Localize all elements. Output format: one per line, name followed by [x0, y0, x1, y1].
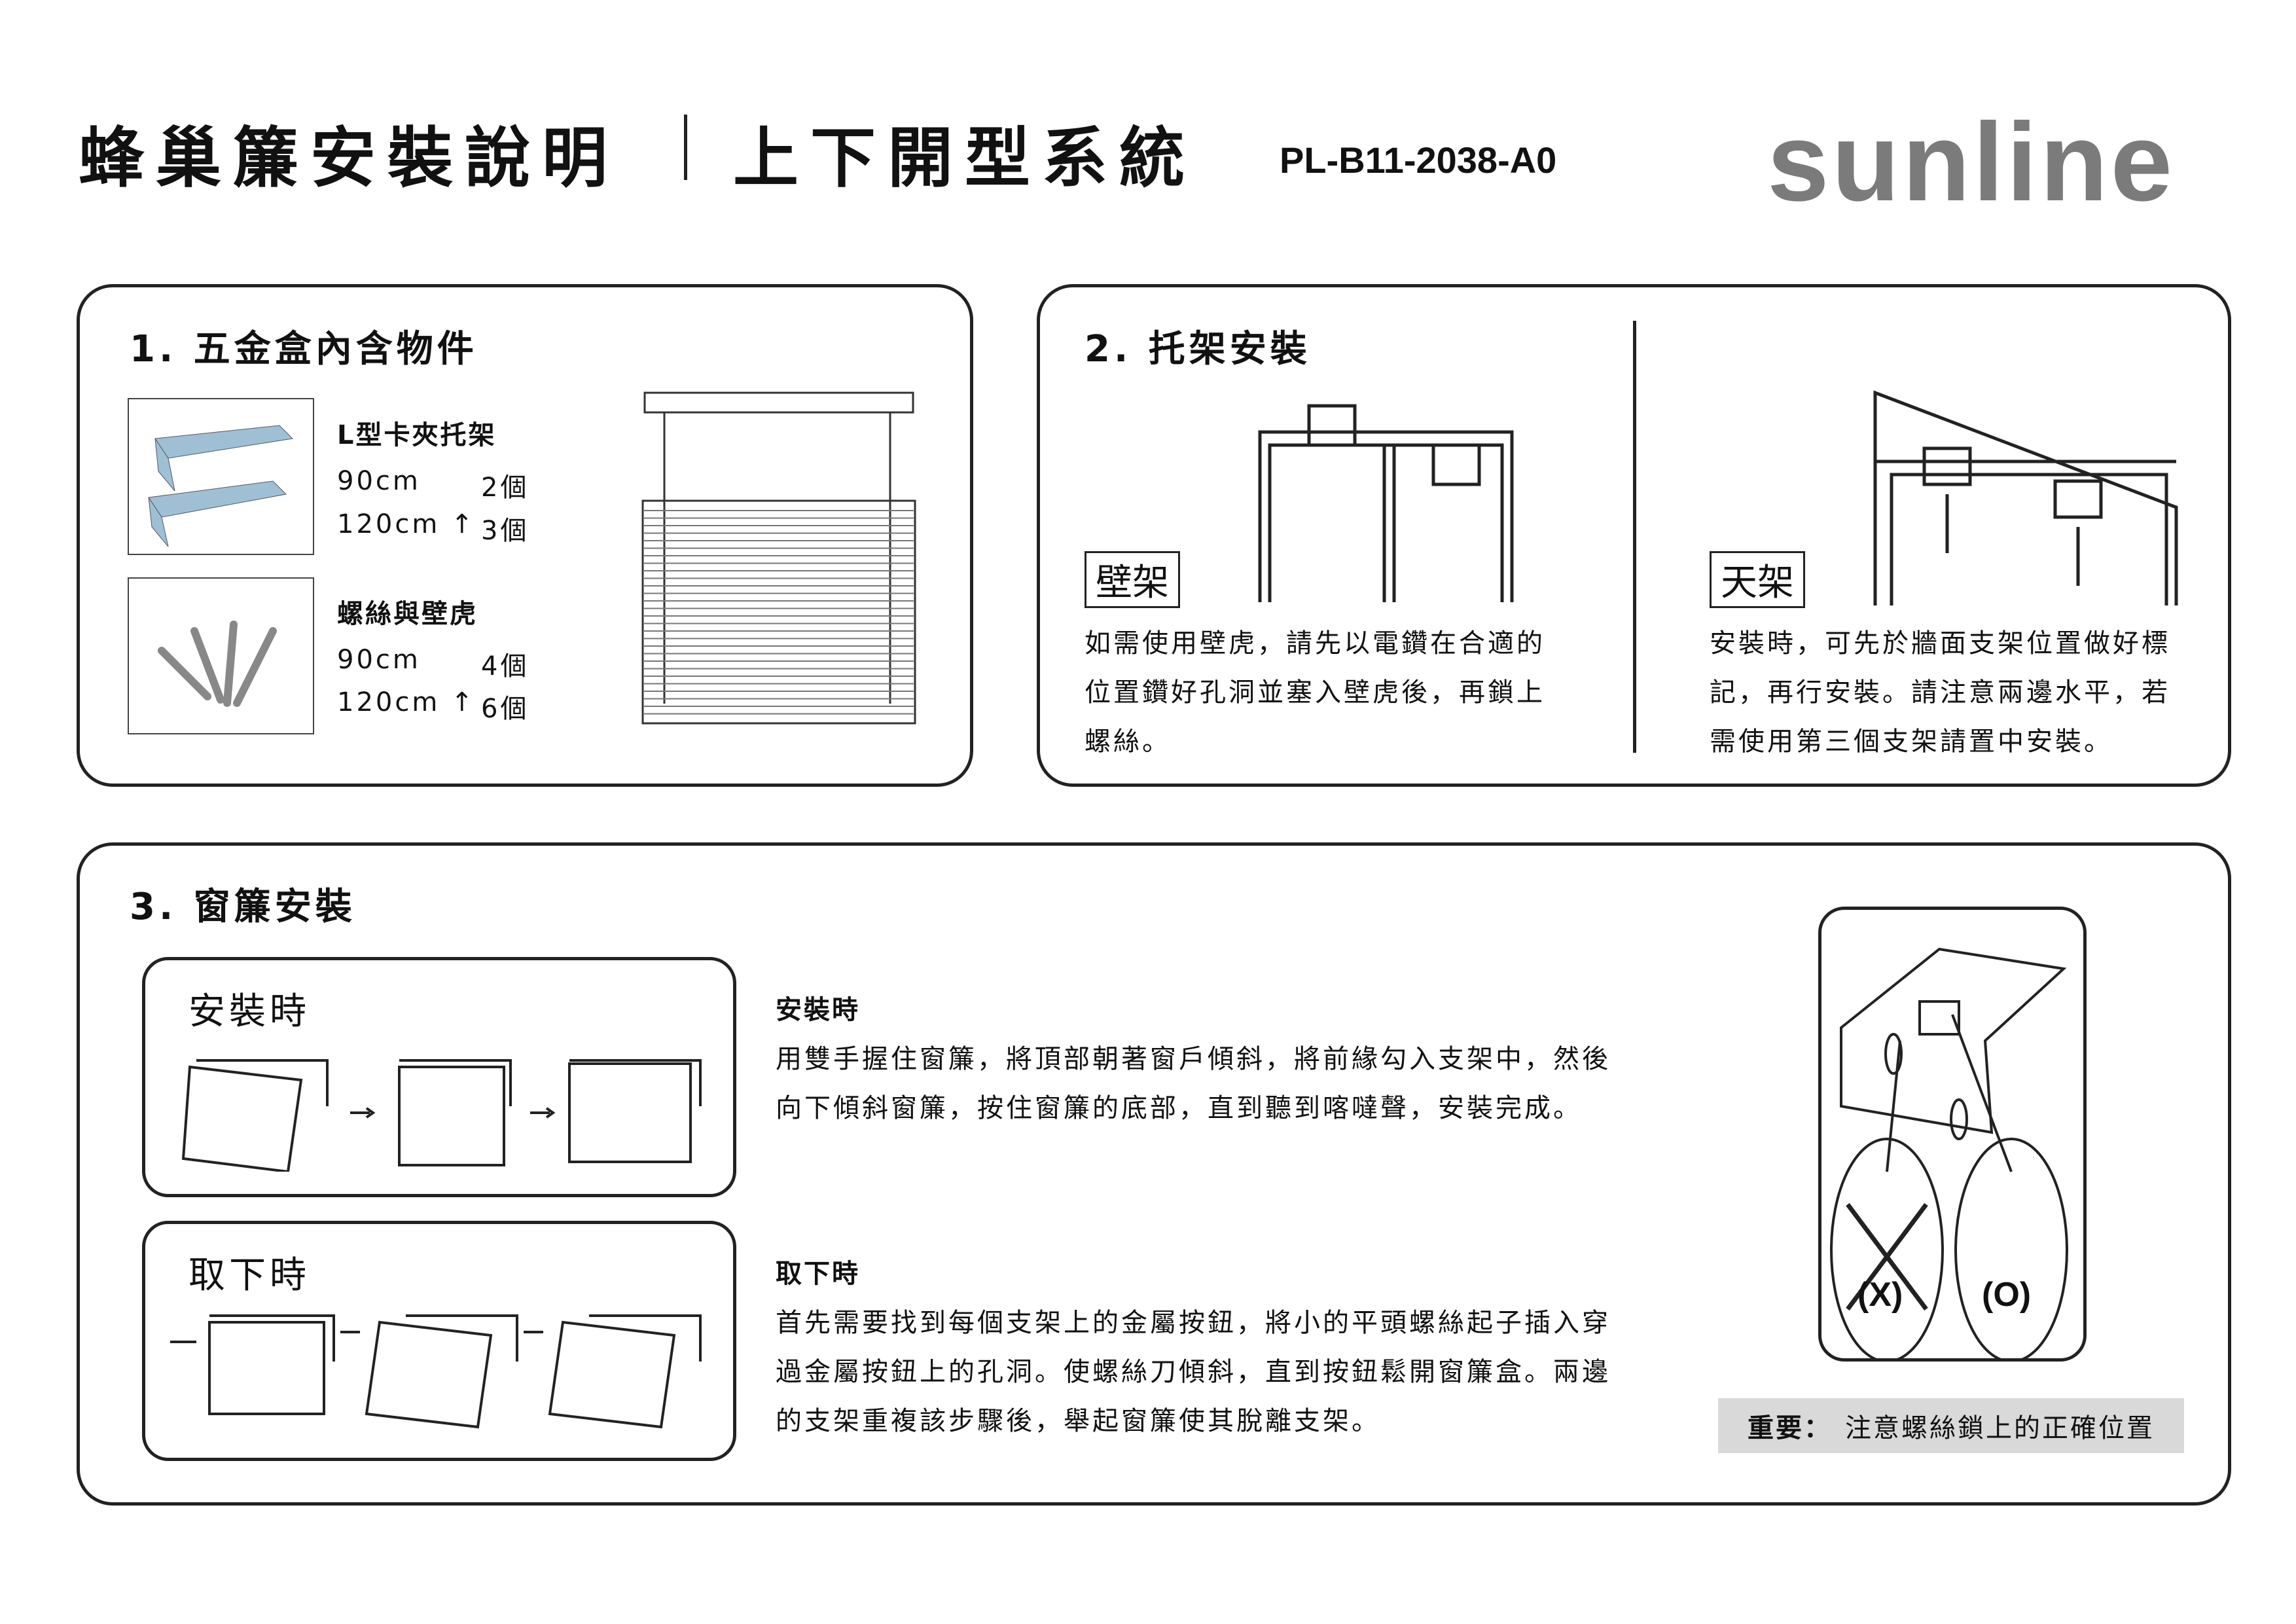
bracket-size-120: 120cm ↑ — [337, 509, 476, 539]
blind-illustration — [641, 391, 916, 725]
section1-heading: 1. 五金盒內含物件 — [130, 328, 478, 370]
screws-size-120: 120cm ↑ — [337, 687, 476, 717]
section3-heading: 3. 窗簾安裝 — [130, 886, 356, 928]
screws-name: 螺絲與壁虎 — [337, 599, 478, 629]
remove-panel-label: 取下時 — [188, 1254, 310, 1297]
remove-text-line: 過金屬按鈕上的孔洞。使螺絲刀傾斜，直到按鈕鬆開窗簾盒。兩邊 — [776, 1357, 1611, 1387]
screws-size-90: 90cm — [337, 645, 421, 675]
bracket-detail-icon — [1830, 947, 2068, 1358]
bracket-qty-120: 3個 — [481, 516, 529, 546]
important-text: 注意螺絲鎖上的正確位置 — [1845, 1413, 2155, 1443]
wall-mount-illustration — [1258, 404, 1514, 602]
correct-position-label: (O) — [1982, 1276, 2032, 1314]
section-blind-install — [77, 842, 2231, 1506]
screws-qty-120: 6個 — [481, 694, 529, 724]
product-code: PL-B11-2038-A0 — [1280, 139, 1557, 181]
important-note: 重要： 注意螺絲鎖上的正確位置 — [1718, 1398, 2184, 1453]
screws-icon — [158, 621, 277, 707]
install-text-line: 用雙手握住窗簾，將頂部朝著窗戶傾斜，將前緣勾入支架中，然後 — [776, 1044, 1611, 1074]
title-divider — [684, 115, 687, 180]
remove-title: 取下時 — [776, 1259, 860, 1289]
section2-divider — [1633, 321, 1636, 753]
wall-mount-tag: 壁架 — [1085, 551, 1180, 608]
bracket-size-90: 90cm — [337, 466, 421, 496]
page-subtitle: 上下開型系統 — [733, 120, 1196, 196]
ceiling-text-line: 安裝時，可先於牆面支架位置做好標 — [1710, 628, 2170, 659]
page-title: 蜂巢簾安裝說明 — [79, 120, 619, 196]
install-steps-illustration — [181, 1059, 702, 1172]
section2-heading: 2. 托架安裝 — [1085, 328, 1311, 370]
wall-text-line: 位置鑽好孔洞並塞入壁虎後，再鎖上 — [1085, 677, 1545, 708]
bracket-image — [128, 398, 314, 555]
screw-position-panel: (X) (O) — [1818, 907, 2087, 1362]
sunline-logo: sunline — [1767, 100, 2176, 225]
wall-text-line: 如需使用壁虎，請先以電鑽在合適的 — [1085, 628, 1545, 659]
wrong-position-label: (X) — [1857, 1276, 1903, 1314]
ceiling-mount-tag: 天架 — [1710, 551, 1805, 608]
screws-image — [128, 577, 314, 734]
wall-text-line: 螺絲。 — [1085, 727, 1171, 757]
bracket-qty-90: 2個 — [481, 473, 529, 503]
remove-text-line: 首先需要找到每個支架上的金屬按鈕，將小的平頭螺絲起子插入穿 — [776, 1308, 1611, 1338]
remove-text-line: 的支架重複該步驟後，舉起窗簾使其脫離支架。 — [776, 1406, 1380, 1436]
remove-steps-illustration — [170, 1314, 702, 1429]
install-title: 安裝時 — [776, 995, 860, 1025]
screws-qty-90: 4個 — [481, 651, 529, 681]
install-steps-panel — [142, 957, 736, 1197]
important-label: 重要： — [1748, 1413, 1832, 1443]
install-text-line: 向下傾斜窗簾，按住窗簾的底部，直到聽到喀噠聲，安裝完成。 — [776, 1093, 1582, 1123]
install-panel-label: 安裝時 — [188, 990, 310, 1033]
remove-steps-panel — [142, 1221, 736, 1461]
ceiling-mount-illustration — [1873, 390, 2178, 605]
ceiling-text-line: 記，再行安裝。請注意兩邊水平，若 — [1710, 677, 2170, 708]
bracket-icon — [148, 425, 294, 547]
bracket-name: L型卡夾托架 — [337, 420, 497, 450]
ceiling-text-line: 需使用第三個支架請置中安裝。 — [1710, 727, 2113, 757]
